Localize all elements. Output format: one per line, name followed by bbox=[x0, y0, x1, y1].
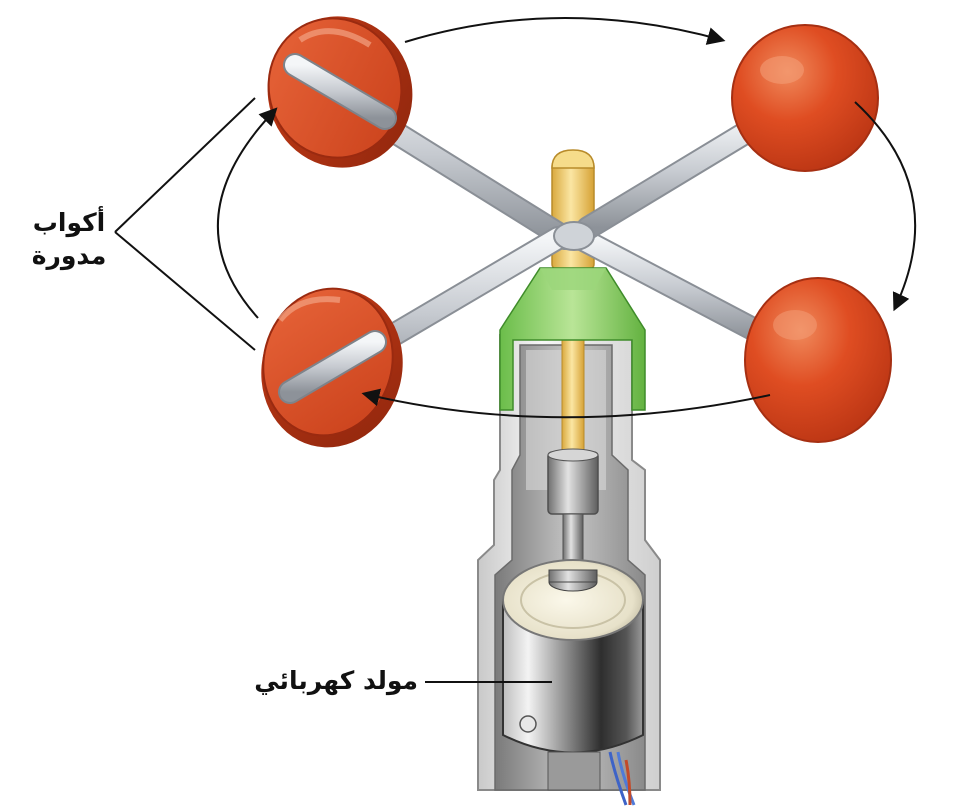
curved-arrow-icon bbox=[854, 101, 917, 312]
curved-arrow-icon bbox=[216, 107, 278, 319]
label-electric-generator: مولد كهربائي bbox=[254, 666, 418, 695]
cup-bottom-left bbox=[261, 287, 403, 448]
rotation-arrows bbox=[216, 17, 917, 419]
cup-bottom-right bbox=[744, 277, 892, 443]
shaft-collar bbox=[499, 267, 646, 411]
label-rotating-cups-line1: أكواب bbox=[32, 208, 106, 237]
label-rotating-cups: أكواب مدورة bbox=[30, 210, 108, 268]
cup-top-left bbox=[267, 16, 413, 168]
cup-top-right bbox=[731, 24, 879, 172]
shaft-coupling bbox=[547, 448, 599, 565]
curved-arrow-icon bbox=[361, 388, 771, 419]
label-rotating-cups-line2: مدورة bbox=[31, 241, 107, 270]
curved-arrow-icon bbox=[404, 17, 726, 45]
electric-generator bbox=[502, 559, 644, 806]
leader-lines bbox=[114, 97, 552, 683]
